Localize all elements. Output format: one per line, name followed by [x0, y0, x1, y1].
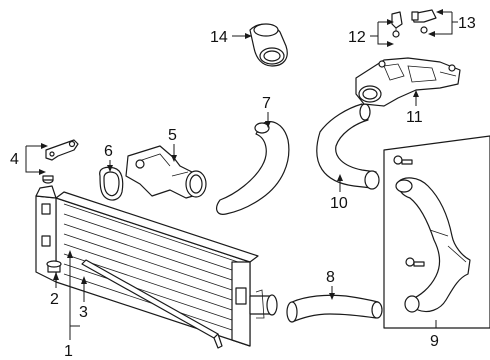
callout-1: 1: [64, 343, 73, 360]
callout-9: 9: [430, 333, 439, 350]
callout-14: 14: [210, 29, 228, 46]
callout-11: 11: [406, 109, 423, 126]
hose-middle: [316, 103, 380, 190]
elbow-hose: [249, 23, 288, 67]
callout-10: 10: [330, 195, 348, 212]
callout-2: 2: [50, 291, 59, 308]
callout-13: 13: [458, 15, 476, 32]
o-ring: [99, 166, 124, 201]
callout-4: 4: [10, 151, 19, 168]
intake-hose: [125, 145, 207, 199]
callout-3: 3: [79, 304, 88, 321]
bolt: [46, 260, 62, 273]
hose-upper: [216, 121, 290, 215]
bracket: [45, 139, 79, 161]
intercooler: [35, 185, 278, 347]
callout-12: 12: [348, 29, 366, 46]
sensor: [411, 9, 437, 34]
callout-6: 6: [104, 143, 113, 160]
hose-lower: [286, 294, 383, 323]
duct-assembly-box: [383, 135, 490, 329]
nut: [42, 175, 54, 184]
air-duct: [355, 57, 461, 107]
seal-strip: [81, 259, 223, 349]
callout-7: 7: [262, 95, 271, 112]
callout-8: 8: [326, 269, 335, 286]
sensor: [391, 11, 403, 38]
callout-5: 5: [168, 127, 177, 144]
